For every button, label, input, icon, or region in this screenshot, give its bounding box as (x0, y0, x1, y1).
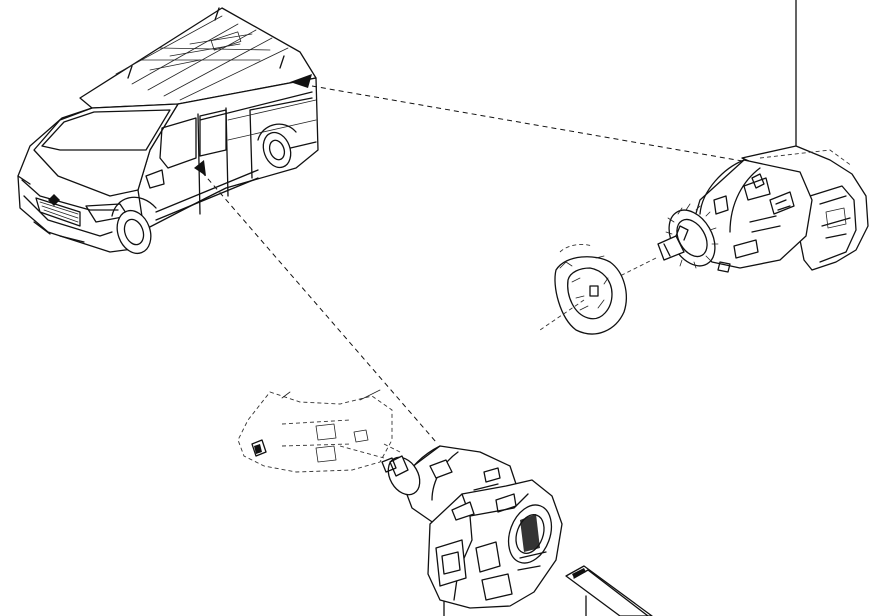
van-illustration (17, 7, 319, 255)
side-door-lock-barrel (381, 445, 563, 609)
rear-door-lock-barrel (619, 145, 869, 277)
trim-strip (565, 565, 653, 616)
leader-lines (201, 0, 797, 616)
rear-lock-ring (539, 243, 627, 335)
side-door-bracket (237, 389, 401, 473)
